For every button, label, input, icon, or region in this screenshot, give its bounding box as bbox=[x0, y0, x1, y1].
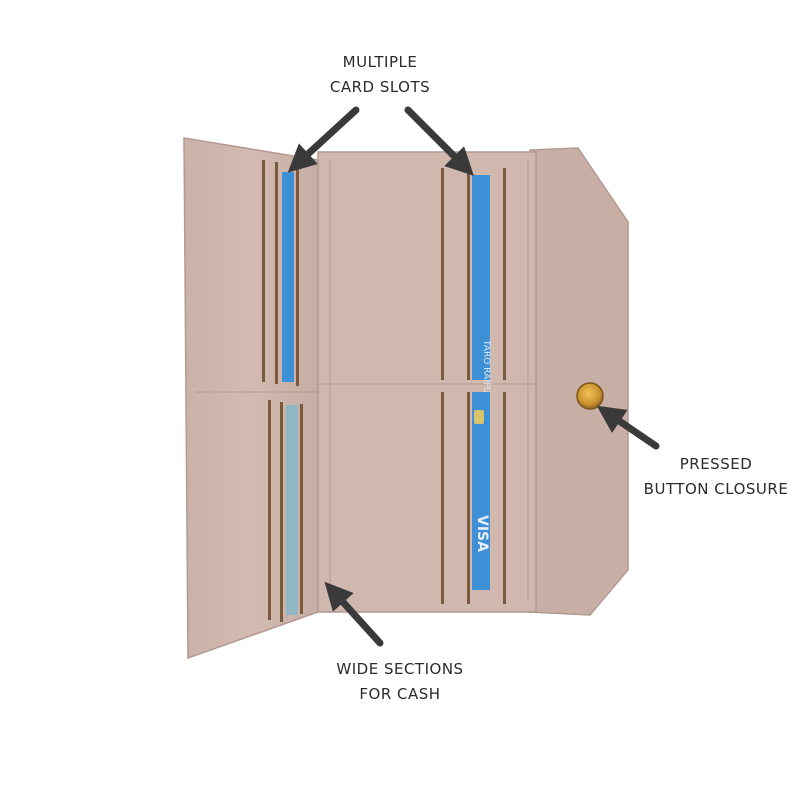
stitching bbox=[196, 160, 536, 600]
left-card bbox=[282, 172, 294, 382]
card-slot-slit bbox=[441, 392, 444, 604]
snap-button-icon bbox=[576, 382, 604, 410]
card-slot-slit bbox=[262, 160, 265, 382]
right-card-upper bbox=[472, 175, 490, 380]
left-card-slots-lower bbox=[268, 400, 303, 622]
right-card-slots-lower: VISA bbox=[441, 392, 506, 604]
arrow-icon bbox=[404, 106, 474, 176]
arrow-icon bbox=[596, 405, 660, 450]
callout-line: MULTIPLE bbox=[342, 53, 418, 71]
card-slot-slit bbox=[467, 168, 470, 380]
card-slot-slit bbox=[275, 162, 278, 384]
callout-line: CARD SLOTS bbox=[329, 78, 431, 96]
wallet-flap bbox=[529, 147, 629, 616]
callout-cash-sections: WIDE SECTIONS FOR CASH bbox=[320, 657, 480, 707]
callout-line: FOR CASH bbox=[359, 685, 441, 703]
card-slot-slit bbox=[503, 168, 506, 380]
card-chip bbox=[474, 410, 484, 424]
card-slot-slit bbox=[467, 392, 470, 604]
card-name-print: TARO RAIFU bbox=[481, 339, 491, 394]
callout-line: PRESSED bbox=[679, 455, 753, 473]
arrow-icon bbox=[287, 106, 360, 173]
callout-button-closure: PRESSED BUTTON CLOSURE bbox=[636, 452, 796, 502]
card-slot-slit bbox=[300, 404, 303, 614]
right-card-slots-upper: TARO RAIFU bbox=[441, 168, 506, 394]
left-card-slots-upper bbox=[262, 160, 299, 386]
card-slot-slit bbox=[503, 392, 506, 604]
card-brand-print: VISA bbox=[474, 515, 490, 552]
callout-line: BUTTON CLOSURE bbox=[643, 480, 789, 498]
arrow-icon bbox=[324, 581, 384, 647]
arrows bbox=[287, 106, 660, 647]
card-slot-slit bbox=[441, 168, 444, 380]
wallet: TARO RAIFU VISA bbox=[183, 137, 629, 660]
card-slot-slit bbox=[296, 166, 299, 386]
callout-card-slots: MULTIPLE CARD SLOTS bbox=[310, 50, 450, 100]
middle-panel bbox=[317, 151, 537, 613]
right-card-lower bbox=[472, 392, 490, 590]
left-card-lower bbox=[286, 405, 298, 615]
card-slot-slit bbox=[268, 400, 271, 620]
card-slot-slit bbox=[280, 402, 283, 622]
callout-line: WIDE SECTIONS bbox=[336, 660, 464, 678]
